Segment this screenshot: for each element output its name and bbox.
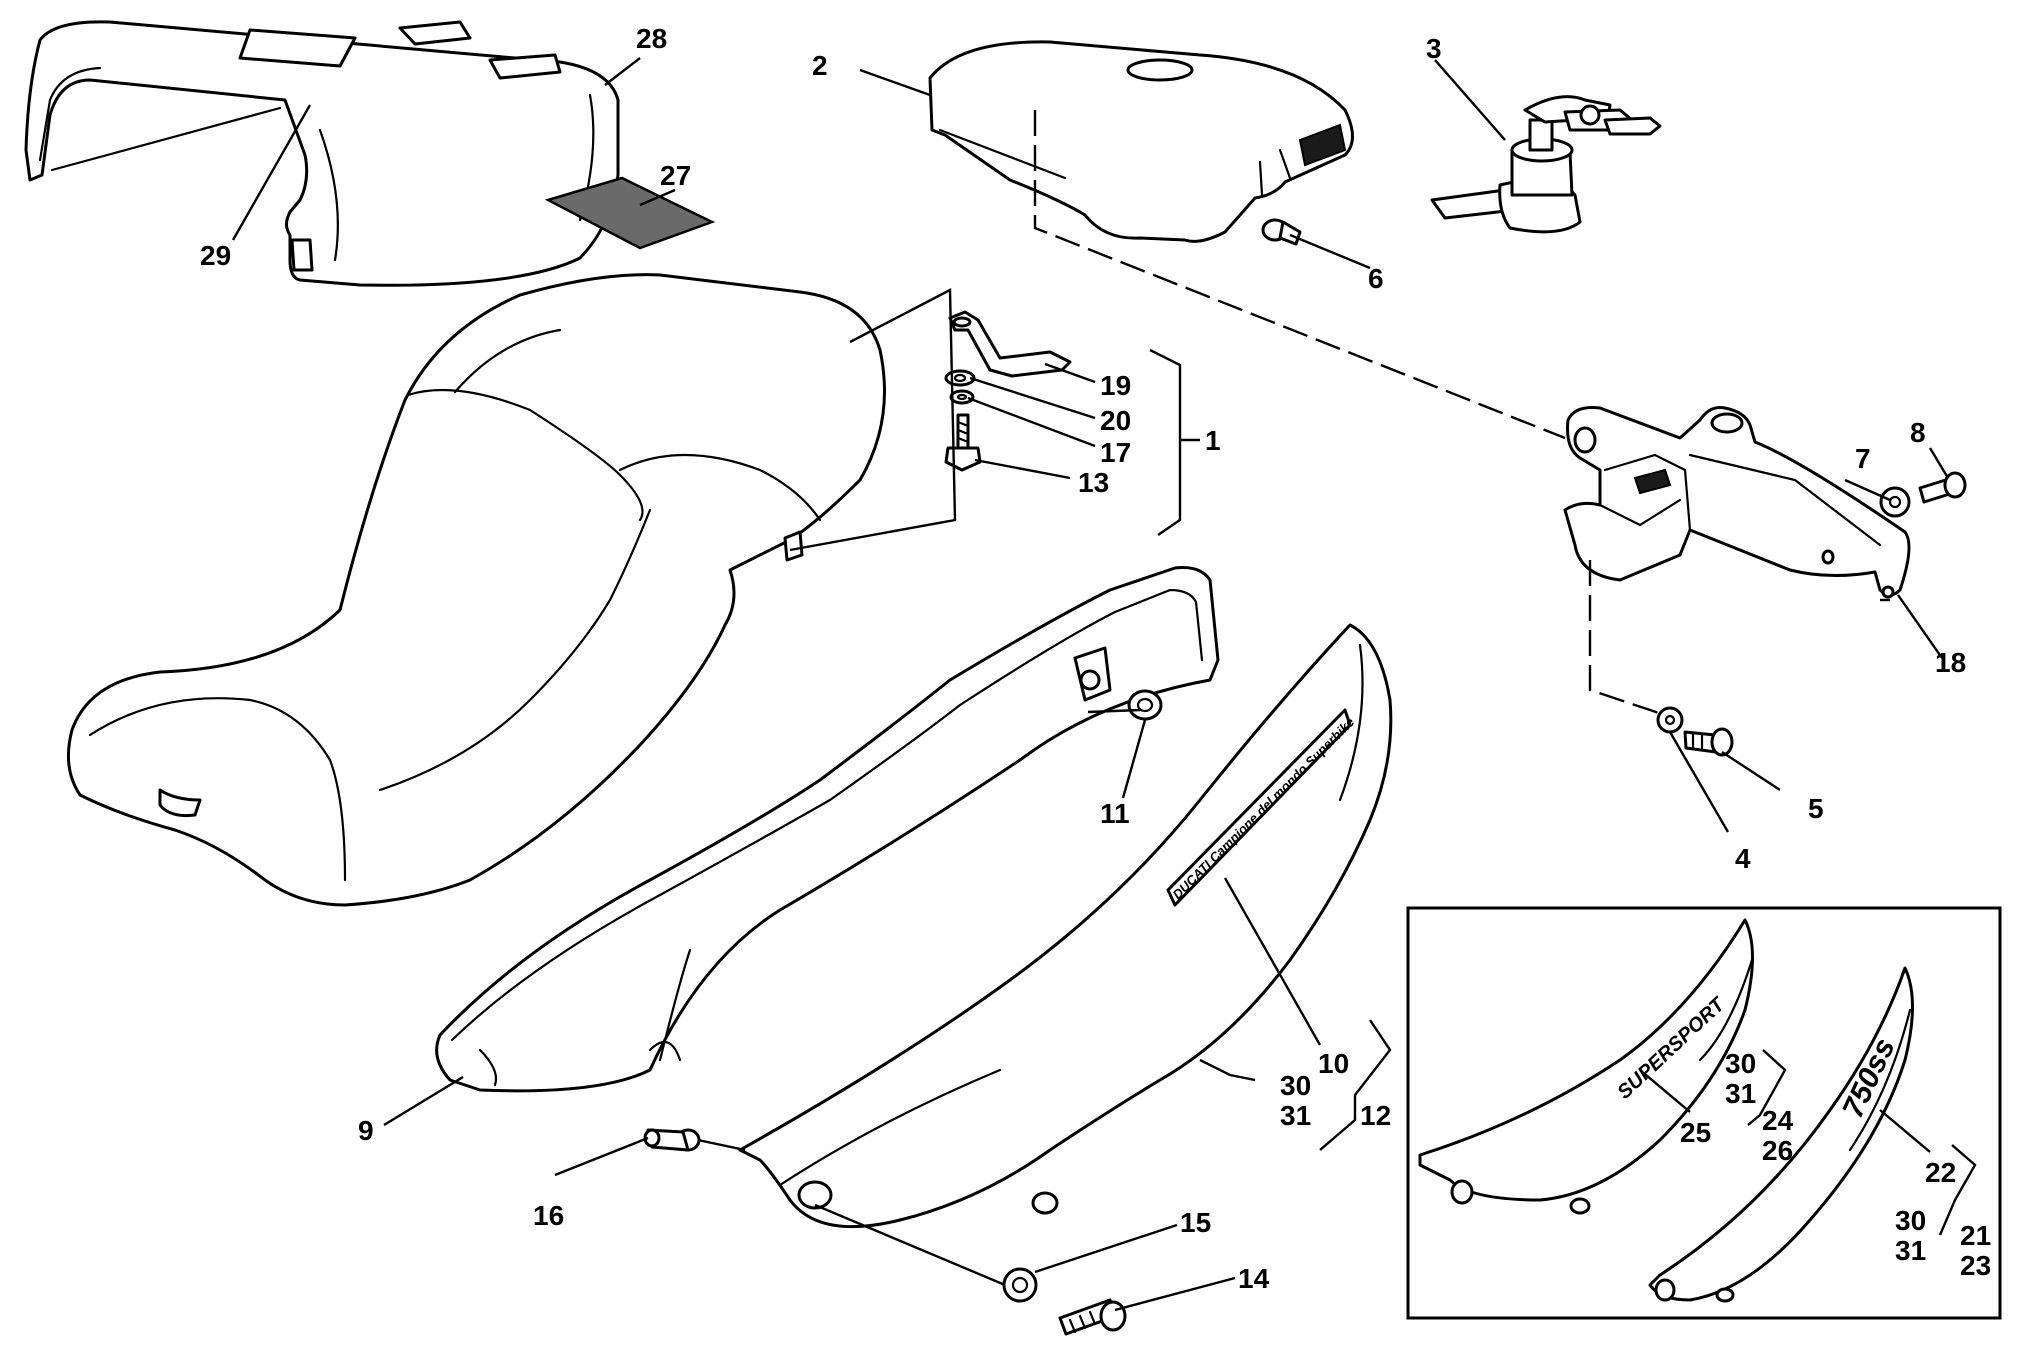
screw-part-5 [1683, 727, 1734, 757]
label-2: 2 [812, 50, 828, 81]
washer-part-7 [1879, 486, 1911, 518]
label-30a: 30 [1280, 1070, 1311, 1101]
rubber-bush-part-15 [1002, 1267, 1038, 1303]
bracket-part-19 [948, 310, 1072, 378]
tail-cover-part-2 [928, 40, 1354, 243]
screw-part-14 [1058, 1298, 1127, 1336]
label-8: 8 [1910, 417, 1926, 448]
bolt-part-6 [1261, 218, 1302, 246]
label-11: 11 [1100, 798, 1130, 829]
seat-part-1 [66, 273, 886, 907]
label-3: 3 [1426, 33, 1442, 64]
label-21: 21 [1960, 1220, 1991, 1251]
label-25: 25 [1680, 1117, 1711, 1148]
label-10: 10 [1318, 1048, 1349, 1079]
label-20: 20 [1100, 405, 1131, 436]
lock-with-keys-part-3 [1430, 95, 1662, 234]
group-braces [1149, 348, 1977, 1236]
label-1: 1 [1205, 425, 1221, 456]
label-leaders [231, 57, 1950, 1312]
label-28: 28 [636, 23, 667, 54]
label-22: 22 [1925, 1157, 1956, 1188]
label-18: 18 [1935, 647, 1966, 678]
label-13: 13 [1078, 467, 1109, 498]
seat-cowl-part-28 [24, 20, 620, 287]
label-31a: 31 [1280, 1100, 1311, 1131]
part-labels: 28 27 29 2 3 6 19 20 17 13 1 7 8 18 5 4 … [200, 23, 1991, 1294]
lock-bracket-part-18 [1563, 406, 1911, 599]
label-19: 19 [1100, 370, 1131, 401]
bolt-part-8 [1918, 471, 1967, 504]
label-31c: 31 [1895, 1235, 1926, 1266]
washer-part-17 [949, 389, 975, 405]
variant-inset-box: SUPERSPORT 750ss [1406, 906, 2002, 1320]
bolt-part-13 [944, 413, 982, 472]
label-14: 14 [1238, 1263, 1270, 1294]
label-15: 15 [1180, 1207, 1211, 1238]
spacer-part-16 [643, 1128, 701, 1152]
label-6: 6 [1368, 263, 1384, 294]
grommet-part-11 [1127, 689, 1163, 721]
label-27: 27 [660, 160, 691, 191]
label-12: 12 [1360, 1100, 1391, 1131]
label-9: 9 [358, 1115, 374, 1146]
foam-pad-part-27 [544, 176, 716, 250]
washer-part-4 [1656, 706, 1684, 734]
label-29: 29 [200, 240, 231, 271]
label-4: 4 [1735, 843, 1751, 874]
washer-part-20 [944, 369, 976, 387]
label-30b: 30 [1725, 1048, 1756, 1079]
label-30c: 30 [1895, 1205, 1926, 1236]
label-7: 7 [1855, 443, 1871, 474]
dashed-connectors [697, 110, 1890, 1287]
label-31b: 31 [1725, 1078, 1756, 1109]
seat-base-part-9 [435, 566, 1220, 1093]
label-17: 17 [1100, 437, 1131, 468]
label-5: 5 [1808, 793, 1824, 824]
label-26: 26 [1762, 1135, 1793, 1166]
label-23: 23 [1960, 1250, 1991, 1281]
label-24: 24 [1762, 1105, 1794, 1136]
label-16: 16 [533, 1200, 564, 1231]
